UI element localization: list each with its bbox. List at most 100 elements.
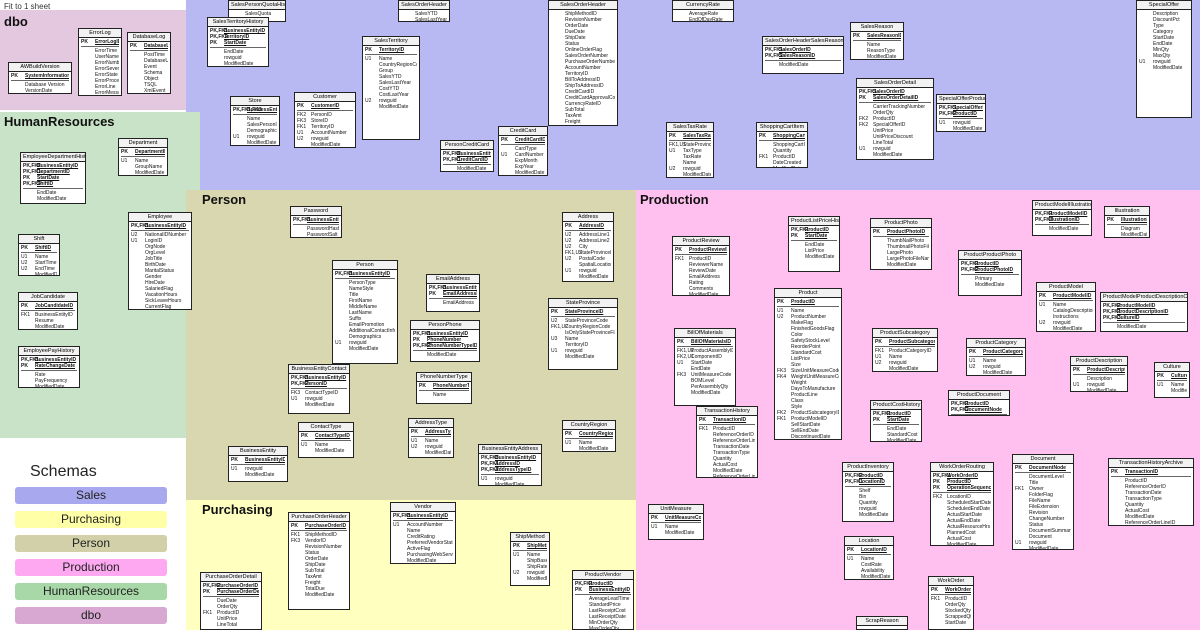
column-row: PurchaseOrderNumber xyxy=(551,59,615,65)
table-salestaxrate[interactable]: SalesTaxRatePKSalesTaxRateIDFK1,U1StateP… xyxy=(666,122,714,178)
table-unitmeasure[interactable]: UnitMeasurePKUnitMeasureCodeU1NameModifi… xyxy=(648,504,704,540)
column-row: ChangeNumber xyxy=(1015,516,1071,522)
column-name: TerritoryID xyxy=(565,71,589,77)
column-key: PK xyxy=(121,149,128,155)
column-name: Group xyxy=(379,68,393,74)
table-edh[interactable]: EmployeeDepartmentHistoryPK,FK2BusinessE… xyxy=(20,152,86,204)
column-row: PKEmailAddressID xyxy=(429,291,477,297)
table-email[interactable]: EmailAddressPK,FK1BusinessEntityIDPKEmai… xyxy=(426,274,480,312)
column-key: U2 xyxy=(669,166,676,172)
table-scrapreason[interactable]: ScrapReason xyxy=(856,616,908,630)
table-sop[interactable]: SpecialOfferProductPK,FK1SpecialOfferIDP… xyxy=(936,94,986,132)
table-store[interactable]: StorePK,FK1,FK2BusinessEntityIDNameSales… xyxy=(230,96,280,146)
table-proddesc[interactable]: ProductDescriptionPKProductDescriptionID… xyxy=(1070,356,1128,392)
table-databaselog[interactable]: DatabaseLogPKDatabaseLogIDPostTimeDataba… xyxy=(127,32,171,94)
table-subcat[interactable]: ProductSubcategoryPKProductSubcategoryID… xyxy=(872,328,938,372)
column-name: CardNumber xyxy=(515,152,544,158)
column-name: BusinessEntityID xyxy=(427,331,469,337)
table-culture[interactable]: CulturePKCultureIDU1NameModifiedDate xyxy=(1154,362,1190,398)
table-workorder[interactable]: WorkOrderPKWorkOrderIDFK1ProductIDOrderQ… xyxy=(928,576,974,630)
table-countryreg[interactable]: CountryRegionPKCountryRegionCodeU1NameMo… xyxy=(562,420,616,452)
table-pmpdc[interactable]: ProductModelProductDescriptionCulturePK,… xyxy=(1100,292,1188,332)
column-row: SalesYTD xyxy=(401,11,447,17)
table-awbuild[interactable]: AWBuildVersionPKSystemInformationIDDatab… xyxy=(8,62,72,94)
table-category[interactable]: ProductCategoryPKProductCategoryIDU1Name… xyxy=(966,338,1026,376)
column-row: PKCultureID xyxy=(1157,373,1187,379)
column-name: TaxAmt xyxy=(305,574,322,580)
table-illustration[interactable]: IllustrationPKIllustrationIDDiagramModif… xyxy=(1104,206,1150,238)
table-pcc[interactable]: PersonCreditCardPK,FK2BusinessEntityIDPK… xyxy=(440,140,494,172)
column-name: BusinessEntityID xyxy=(247,107,277,113)
table-phonetype[interactable]: PhoneNumberTypePKPhoneNumberTypeIDName xyxy=(416,372,472,404)
table-password[interactable]: PasswordPK,FK1BusinessEntityIDPasswordHa… xyxy=(290,206,342,238)
column-row: ReferenceOrderLineID xyxy=(699,438,755,444)
table-plph[interactable]: ProductListPriceHistoryPK,FK1ProductIDPK… xyxy=(788,216,840,272)
key-separator xyxy=(765,60,841,61)
column-name: EndOfDayRate xyxy=(689,17,723,22)
column-row: AverageRate xyxy=(675,11,731,17)
column-name: CatalogDescription xyxy=(1053,308,1093,314)
column-name: Quantity xyxy=(859,500,878,506)
table-shipmethod[interactable]: ShipMethodPKShipMethodIDU1NameShipBaseSh… xyxy=(510,532,550,586)
key-separator xyxy=(933,492,991,493)
table-storecol[interactable]: SalesOrderHeaderSalesYTDSalesLastYearrow… xyxy=(398,0,450,22)
column-key: U2 xyxy=(411,444,418,450)
column-key: PK xyxy=(11,73,18,79)
column-key: PK xyxy=(859,95,866,101)
column-name: ProductReviewID xyxy=(689,247,727,253)
column-row: CurrencyRateID xyxy=(551,101,615,107)
table-cart[interactable]: ShoppingCartItemPKShoppingCartItemIDShop… xyxy=(756,122,808,168)
table-addrtype[interactable]: AddressTypePKAddressTypeIDU1NameU2rowgui… xyxy=(408,418,454,458)
legend-item: HumanResources xyxy=(15,583,167,600)
column-row: PK,FK1ProductDescriptionID xyxy=(1103,309,1185,315)
column-name: ProductID xyxy=(873,116,896,122)
table-currrate[interactable]: CurrencyRateAverageRateEndOfDayRateModif… xyxy=(672,0,734,22)
